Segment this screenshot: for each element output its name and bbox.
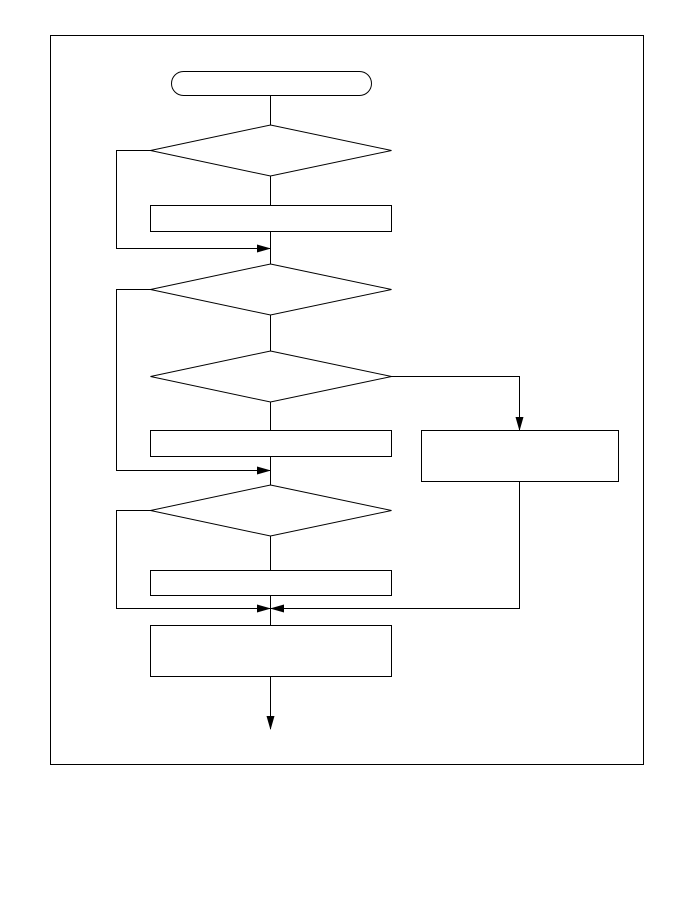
process-side-box bbox=[421, 430, 619, 482]
process-2-box bbox=[150, 430, 392, 457]
process-final-box bbox=[150, 625, 392, 677]
bypass-decision-4 bbox=[116, 510, 271, 613]
bypass-decision-1 bbox=[116, 150, 271, 253]
bypass-decision-2 bbox=[116, 289, 271, 475]
return-side-process bbox=[270, 482, 520, 613]
branch-decision-3-side bbox=[391, 376, 524, 431]
process-1-box bbox=[150, 205, 392, 232]
decision-1-diamond bbox=[150, 124, 392, 177]
decision-2-diamond bbox=[150, 263, 392, 316]
process-3-box bbox=[150, 570, 392, 596]
decision-3-diamond bbox=[150, 350, 392, 403]
start-terminator bbox=[171, 71, 372, 96]
diagram-frame bbox=[50, 35, 644, 765]
decision-4-diamond bbox=[150, 484, 392, 537]
